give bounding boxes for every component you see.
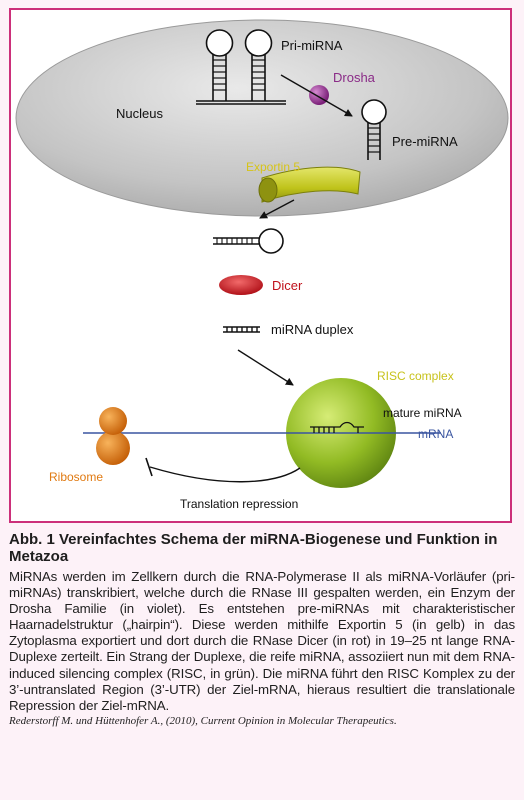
drosha-sphere (309, 85, 329, 105)
ribosome-icon (96, 407, 130, 465)
label-risc-complex: RISC complex (377, 369, 454, 383)
label-dicer: Dicer (272, 278, 303, 293)
mirna-biogenesis-diagram: Pri-miRNA Drosha Nucleus Pre-miRNA Expor… (15, 19, 509, 511)
repression-bar (145, 457, 153, 477)
figure-caption: Abb. 1 Vereinfachtes Schema der miRNA-Bi… (9, 531, 515, 728)
caption-source: Rederstorff M. und Hüttenhofer A., (2010… (9, 714, 397, 727)
label-pre-mirna: Pre-miRNA (392, 134, 458, 149)
arrow-duplex-to-risc (237, 349, 294, 386)
exportin5-channel (258, 166, 361, 203)
cyto-pre-mirna-rungs (216, 238, 253, 244)
pri-mirna-structure (196, 29, 286, 105)
label-mirna-duplex: miRNA duplex (271, 322, 354, 337)
mirna-duplex (223, 326, 260, 333)
arrow-pri-to-pre (280, 74, 353, 117)
label-translation-repression: Translation repression (180, 497, 298, 511)
caption-body: MiRNAs werden im Zellkern durch die RNA-… (9, 569, 515, 713)
repression-curve (149, 466, 301, 483)
arrow-export (259, 199, 295, 219)
pre-mirna-rungs (368, 127, 380, 153)
caption-title: Abb. 1 Vereinfachtes Schema der miRNA-Bi… (9, 531, 498, 565)
label-pri-mirna: Pri-miRNA (281, 38, 343, 53)
label-ribosome: Ribosome (49, 470, 103, 484)
dicer-enzyme (219, 275, 263, 295)
label-nucleus: Nucleus (116, 106, 163, 121)
label-exportin5: Exportin 5 (246, 160, 300, 174)
label-drosha: Drosha (333, 70, 376, 85)
label-mrna: mRNA (418, 427, 453, 441)
mature-mirna-bound (310, 421, 364, 433)
pri-mirna-rungs (213, 59, 265, 91)
cyto-pre-mirna (213, 228, 284, 254)
label-mature-mirna: mature miRNA (383, 406, 462, 420)
